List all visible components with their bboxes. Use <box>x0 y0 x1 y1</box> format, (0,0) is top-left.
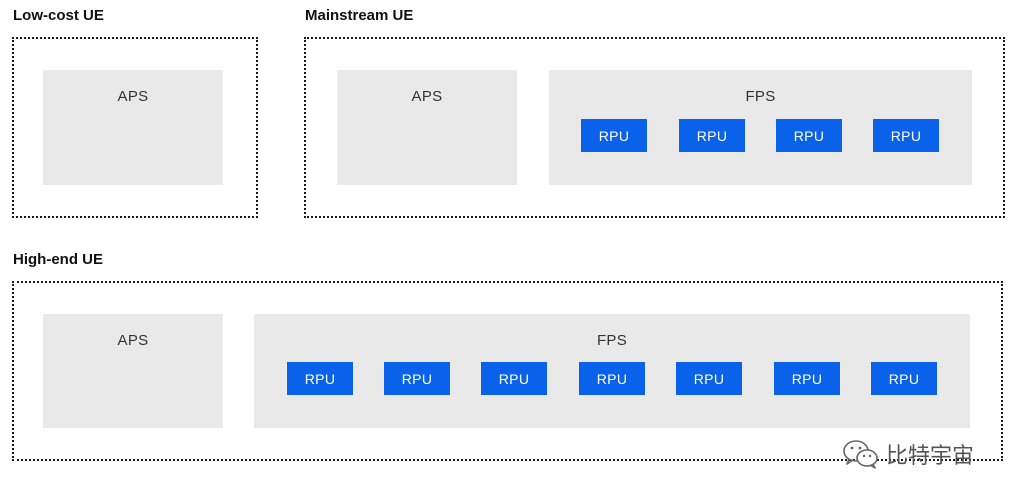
high-end-rpu-3: RPU <box>481 362 547 395</box>
high-end-ue-title: High-end UE <box>13 251 103 268</box>
high-end-rpu-7: RPU <box>871 362 937 395</box>
mainstream-ue-title: Mainstream UE <box>305 7 414 24</box>
high-end-rpu-4: RPU <box>579 362 645 395</box>
mainstream-rpu-2: RPU <box>679 119 745 152</box>
mainstream-rpu-1: RPU <box>581 119 647 152</box>
high-end-rpu-5: RPU <box>676 362 742 395</box>
low-cost-ue-group <box>12 37 258 218</box>
low-cost-ue-title: Low-cost UE <box>13 7 104 24</box>
low-cost-aps-block: APS <box>43 70 223 185</box>
mainstream-rpu-3: RPU <box>776 119 842 152</box>
high-end-rpu-6: RPU <box>774 362 840 395</box>
high-end-ue-group <box>12 281 1003 461</box>
high-end-aps-label: APS <box>117 332 149 349</box>
watermark-text: 比特宇宙 <box>886 443 975 468</box>
high-end-rpu-2: RPU <box>384 362 450 395</box>
mainstream-ue-group <box>304 37 1005 218</box>
mainstream-fps-block: FPS RPU RPU RPU RPU <box>549 70 972 185</box>
wechat-icon <box>843 440 878 469</box>
high-end-rpu-1: RPU <box>287 362 353 395</box>
mainstream-fps-label: FPS <box>745 88 776 105</box>
low-cost-aps-label: APS <box>117 88 149 105</box>
watermark: 比特宇宙 <box>842 438 974 470</box>
mainstream-aps-label: APS <box>411 88 443 105</box>
high-end-fps-label: FPS <box>596 332 628 349</box>
high-end-fps-block: FPS RPU RPU RPU RPU RPU RPU RPU <box>254 314 970 428</box>
mainstream-aps-block: APS <box>337 70 517 185</box>
mainstream-rpu-4: RPU <box>873 119 939 152</box>
high-end-aps-block: APS <box>43 314 223 428</box>
